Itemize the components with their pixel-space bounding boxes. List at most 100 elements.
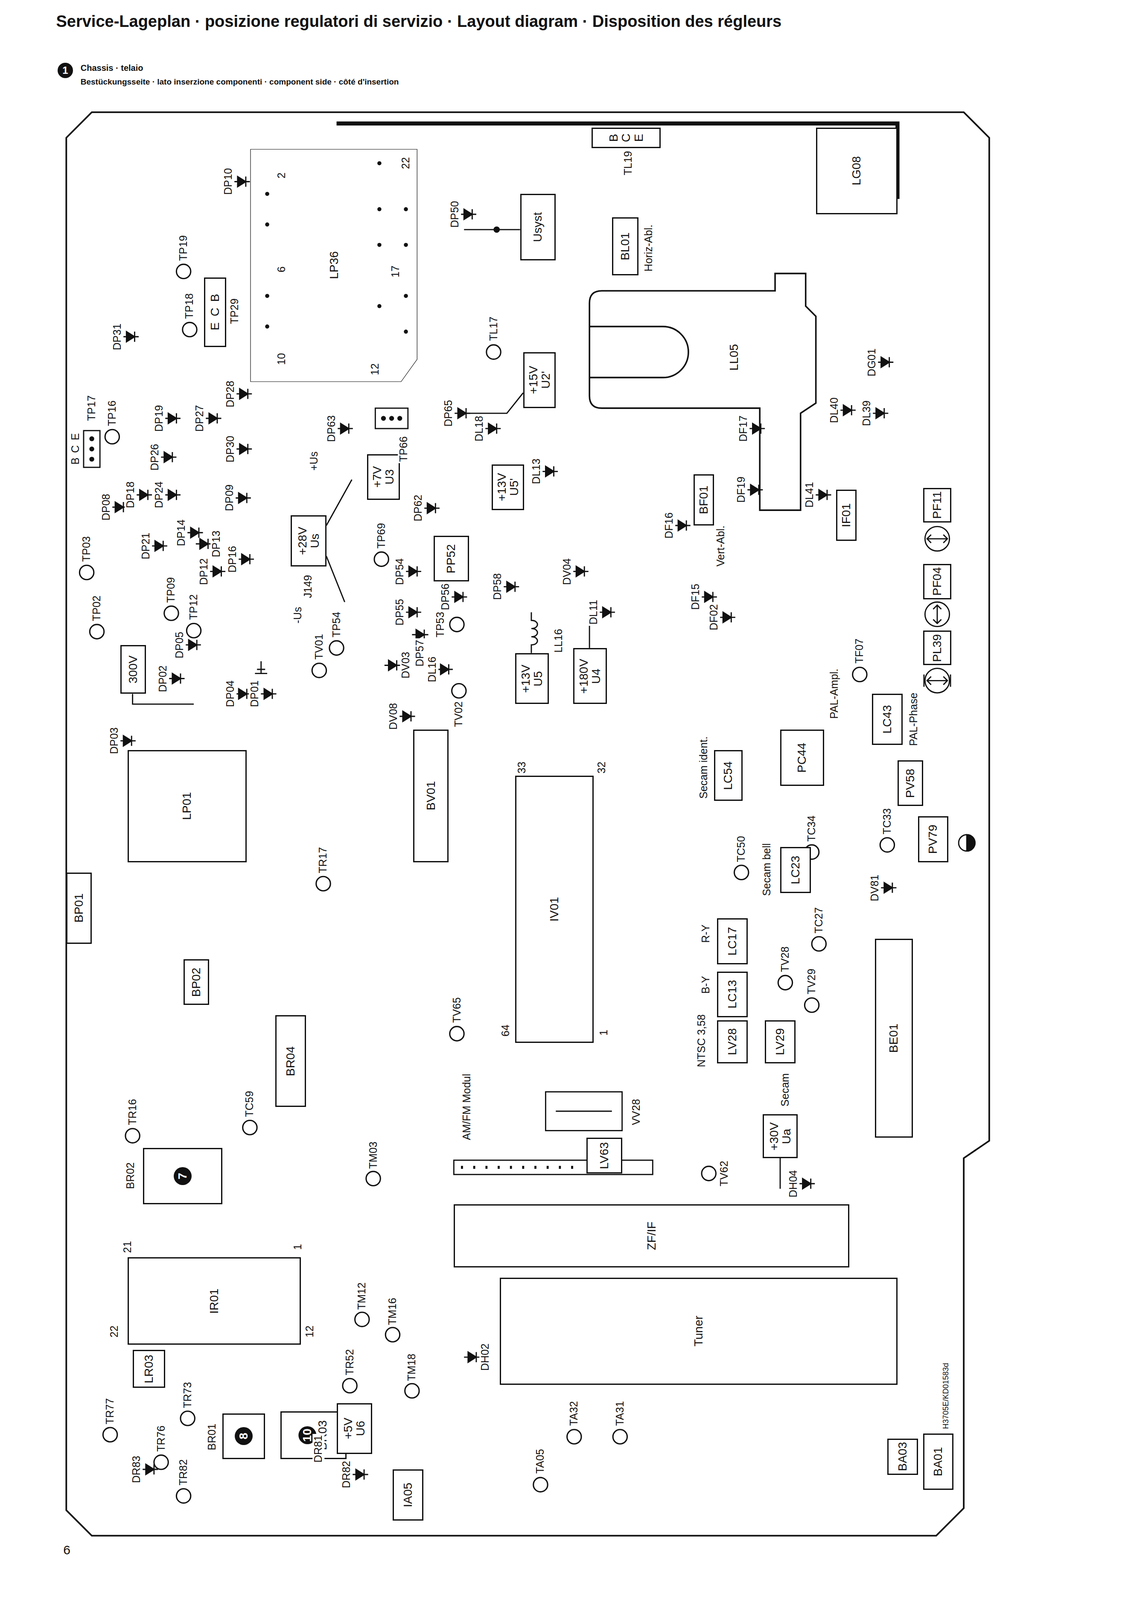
test-point-label: TR82 — [177, 1457, 190, 1487]
component-box: +13VU5' — [491, 464, 525, 511]
component-box: +30VUa — [762, 1113, 798, 1158]
marker-fill — [966, 834, 975, 851]
component-box: +7VU3 — [367, 454, 400, 501]
component-name: LV29 — [773, 1028, 787, 1056]
diode-label: DP56 — [439, 582, 452, 612]
pin-number: 6 — [275, 265, 288, 274]
diode — [748, 423, 765, 434]
annotation-label: H3705E/KD01583d — [942, 1361, 951, 1430]
adjust-icon — [924, 526, 950, 551]
component-box: ZF/IF — [453, 1203, 850, 1268]
text-group: Tuner — [692, 1315, 705, 1347]
annotation-label: Horiz-Abl. — [642, 223, 655, 273]
component-box: IA05 — [392, 1469, 424, 1521]
component-box: LC17 — [717, 918, 748, 965]
component-name: Ua — [780, 1122, 793, 1151]
test-point-label: TR73 — [181, 1380, 194, 1409]
component-name: LC54 — [721, 760, 735, 790]
diode-label: DP31 — [111, 322, 124, 352]
diode-label: DP26 — [148, 442, 161, 473]
text-group: ECB — [208, 291, 222, 334]
test-point — [880, 837, 895, 852]
component-name: Tuner — [692, 1315, 705, 1347]
component-name: LC43 — [880, 705, 894, 734]
text-group: Usyst — [531, 212, 545, 242]
test-point-label: TM18 — [406, 1352, 419, 1382]
test-point — [311, 663, 327, 678]
arrow-icon — [924, 674, 951, 687]
test-point-label: TV01 — [313, 632, 326, 662]
test-point-label: TP17 — [85, 393, 98, 423]
diode-label: DF16 — [663, 510, 676, 540]
text-group: LV29 — [773, 1028, 787, 1056]
test-point-label: TR76 — [155, 1424, 168, 1453]
component-box: ECB — [204, 277, 227, 347]
diode — [453, 408, 470, 419]
component-box: +5VU6 — [336, 1402, 373, 1455]
text-group: 8 — [234, 1426, 253, 1445]
component-name: LR03 — [142, 1354, 155, 1383]
annotation-label: J149 — [302, 573, 315, 600]
component-name: +180V — [577, 658, 590, 694]
component-name: U4 — [589, 658, 603, 694]
text-group: BV01 — [424, 781, 438, 811]
component-box: BE01 — [874, 938, 913, 1138]
diode-label: DP57 — [414, 638, 427, 668]
pin-dot — [377, 161, 382, 166]
component-name: PV79 — [926, 824, 940, 855]
component-name: LV63 — [597, 1141, 611, 1169]
annotation-label: NTSC 3,58 — [695, 1012, 708, 1069]
annotation-label: VV28 — [630, 1097, 643, 1127]
test-point — [342, 1378, 357, 1393]
test-point-label: TP69 — [375, 521, 388, 550]
pin-dot — [265, 191, 270, 196]
diode — [436, 664, 453, 675]
component-name: E — [632, 133, 645, 143]
component-box: PF11 — [923, 487, 952, 523]
pin-number: 1 — [291, 1242, 304, 1251]
diode-label: DF17 — [737, 413, 750, 443]
junction-dot — [494, 227, 500, 233]
test-point — [804, 997, 819, 1012]
diode — [209, 566, 226, 577]
component-name: +7V — [370, 466, 384, 488]
test-point-label: TP02 — [90, 594, 103, 623]
test-point — [89, 624, 104, 639]
test-point-label: TM12 — [356, 1280, 369, 1311]
connector-pin — [90, 457, 94, 461]
annotation-label: BR01 — [206, 1421, 219, 1452]
diode-label: DV04 — [561, 556, 574, 586]
diode — [234, 688, 251, 699]
test-point-label: TF07 — [854, 637, 866, 665]
test-point-label: TV62 — [718, 1159, 731, 1188]
diode-label: DP18 — [124, 480, 137, 510]
diode — [719, 612, 736, 623]
test-point-label: TP18 — [183, 291, 196, 321]
yoke-opening — [589, 326, 689, 378]
pin-dot — [265, 293, 270, 298]
component-box: IV01 — [515, 775, 594, 1043]
text-group: LC23 — [789, 855, 802, 884]
diode-label: DP55 — [393, 597, 406, 627]
diode-label: DP19 — [153, 403, 166, 434]
component-box: LC23 — [780, 846, 811, 893]
diode-label: DH02 — [479, 1341, 492, 1372]
diode — [450, 591, 467, 602]
diode — [746, 484, 763, 495]
component-name: U2' — [539, 365, 552, 394]
test-point-label: TP29 — [228, 297, 241, 326]
diode-label: DP27 — [194, 403, 207, 434]
text-group: BP01 — [72, 893, 85, 923]
annotation-label: E — [69, 431, 82, 442]
test-point — [176, 1488, 191, 1503]
component-name: LC17 — [725, 926, 739, 956]
text-group: +5VU6 — [341, 1417, 368, 1440]
test-point — [486, 344, 501, 359]
annotation-label: PAL-Ampl. — [828, 667, 841, 721]
diode — [405, 566, 422, 577]
component-box: PP52 — [433, 535, 470, 582]
component-box: 7 — [142, 1147, 223, 1204]
diode — [871, 408, 889, 419]
annotation-label: C — [69, 443, 82, 455]
text-group: LC13 — [725, 979, 739, 1009]
